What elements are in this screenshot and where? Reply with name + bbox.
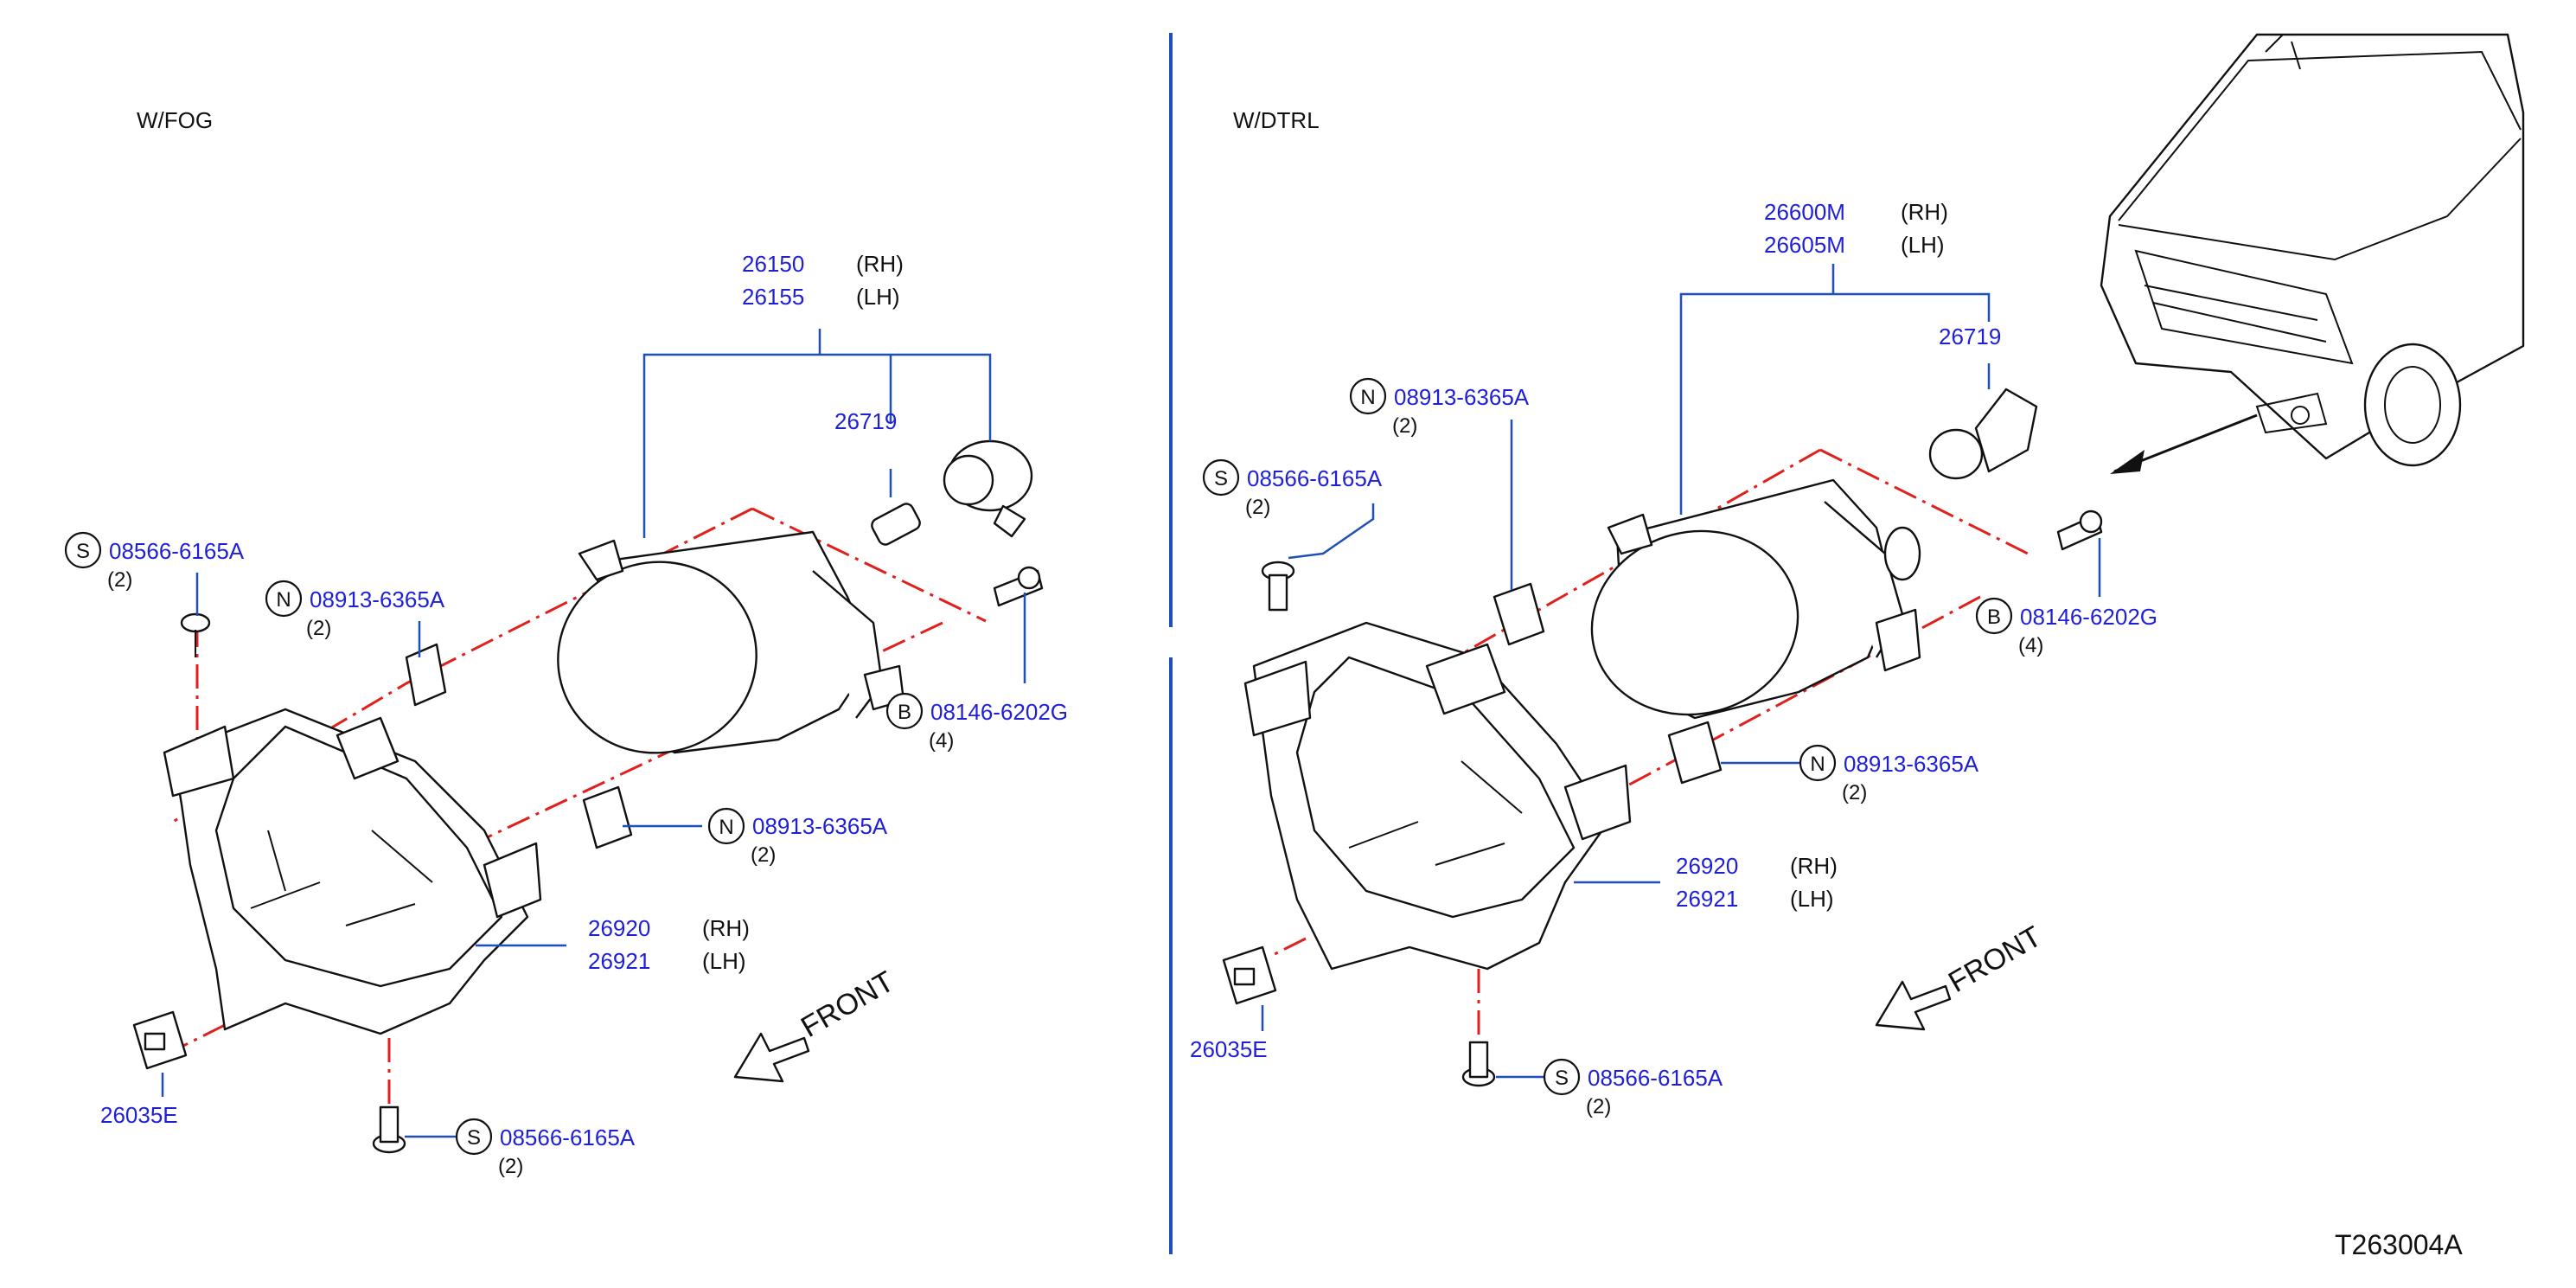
side-label: (LH)	[702, 948, 746, 974]
symbol-circle-s	[1543, 1058, 1581, 1096]
leader-line	[1288, 503, 1375, 560]
dtrl-lamp-housing	[1590, 478, 1921, 720]
side-label: (RH)	[702, 915, 750, 941]
symbol-circle-b	[885, 692, 924, 730]
bolt	[993, 566, 1044, 607]
part-number: 26719	[834, 408, 897, 434]
symbol-circle-n	[1799, 744, 1837, 782]
screw	[372, 1105, 406, 1154]
symbol-n: N	[719, 816, 733, 839]
part-number: 26921	[1676, 886, 1738, 912]
side-label: (LH)	[856, 284, 900, 310]
quantity: (2)	[1586, 1095, 1611, 1118]
symbol-circle-s	[1202, 458, 1240, 497]
leader-line	[1679, 264, 1991, 515]
screw	[1261, 561, 1295, 612]
side-label: (LH)	[1901, 232, 1945, 258]
side-label: (RH)	[856, 251, 904, 277]
quantity: (2)	[1245, 496, 1270, 519]
location-arrowhead	[2110, 450, 2145, 474]
part-number: 08913-6365A	[310, 586, 445, 612]
symbol-s: S	[1214, 467, 1228, 490]
part-number: 08566-6165A	[109, 538, 245, 564]
part-number: 08566-6165A	[1588, 1065, 1723, 1091]
fog-lamp-housing	[557, 530, 905, 754]
dtrl-bulb	[1928, 388, 2038, 480]
front-arrow: FRONT	[1875, 920, 2047, 1031]
section-title-dtrl: W/DTRL	[1233, 107, 1320, 133]
side-label: (RH)	[1901, 199, 1948, 225]
dtrl-bracket	[1243, 621, 1632, 971]
nut-clip	[405, 643, 447, 707]
symbol-s: S	[467, 1126, 481, 1150]
part-number: 08913-6365A	[1394, 384, 1530, 410]
part-number: 26920	[1676, 853, 1738, 879]
symbol-circle-b	[1975, 597, 2013, 635]
part-number: 26921	[588, 948, 650, 974]
quantity: (2)	[751, 843, 776, 867]
front-label: FRONT	[796, 964, 899, 1043]
symbol-n: N	[1810, 753, 1825, 776]
part-number: 26605M	[1764, 232, 1845, 258]
symbol-circle-n	[265, 580, 303, 618]
part-number: 26920	[588, 915, 650, 941]
nut-clip	[582, 785, 633, 849]
front-label: FRONT	[1943, 920, 2047, 998]
screw	[1461, 1041, 1496, 1087]
quantity: (2)	[107, 568, 132, 592]
quantity: (4)	[929, 729, 954, 753]
section-title-fog: W/FOG	[137, 107, 213, 133]
side-label: (LH)	[1790, 886, 1834, 912]
quantity: (2)	[1392, 414, 1417, 438]
clip	[1222, 945, 1277, 1005]
symbol-b: B	[898, 701, 911, 724]
front-arrow: FRONT	[733, 964, 899, 1083]
part-number: 08146-6202G	[930, 699, 1068, 725]
part-number: 26150	[742, 251, 804, 277]
vehicle-illustration	[2100, 33, 2525, 474]
fog-bulb	[871, 503, 921, 546]
dtrl-lamp-group: FRONT 26600M (RH) 26605M (L	[1190, 33, 2525, 1118]
screw	[180, 612, 211, 657]
part-number: 26155	[742, 284, 804, 310]
symbol-n: N	[1360, 386, 1375, 409]
quantity: (2)	[1842, 781, 1867, 804]
quantity: (2)	[306, 617, 331, 640]
part-number: 26600M	[1764, 199, 1845, 225]
part-number: 08146-6202G	[2020, 604, 2157, 630]
quantity: (4)	[2018, 634, 2043, 657]
symbol-n: N	[276, 588, 291, 612]
part-number: 26035E	[100, 1102, 178, 1128]
part-number: 08913-6365A	[1844, 751, 1979, 777]
symbol-s: S	[76, 540, 90, 563]
side-label: (RH)	[1790, 853, 1838, 879]
clip	[132, 1010, 188, 1070]
symbol-circle-s	[64, 531, 102, 569]
nut-clip	[1667, 721, 1723, 785]
drawing-code: T263004A	[2335, 1229, 2463, 1260]
quantity: (2)	[498, 1155, 523, 1178]
fog-socket	[943, 439, 1033, 538]
symbol-s: S	[1555, 1067, 1569, 1090]
symbol-circle-n	[707, 807, 745, 845]
fog-lamp-group: FRONT 26150 (RH) 26155 (LH) 26719 S 0856…	[64, 251, 1068, 1178]
symbol-b: B	[1987, 606, 2001, 629]
part-number: 08566-6165A	[1247, 465, 1383, 491]
part-number: 08566-6165A	[500, 1125, 636, 1150]
symbol-circle-s	[455, 1118, 493, 1156]
nut-clip	[1493, 582, 1545, 646]
bolt	[2056, 509, 2103, 551]
part-number: 26719	[1939, 324, 2001, 349]
fog-bracket	[163, 708, 542, 1035]
part-number: 08913-6365A	[752, 813, 888, 839]
leader-line	[642, 329, 992, 538]
assembly-centerline	[1348, 448, 2029, 720]
part-number: 26035E	[1190, 1036, 1268, 1062]
symbol-circle-n	[1349, 377, 1387, 415]
